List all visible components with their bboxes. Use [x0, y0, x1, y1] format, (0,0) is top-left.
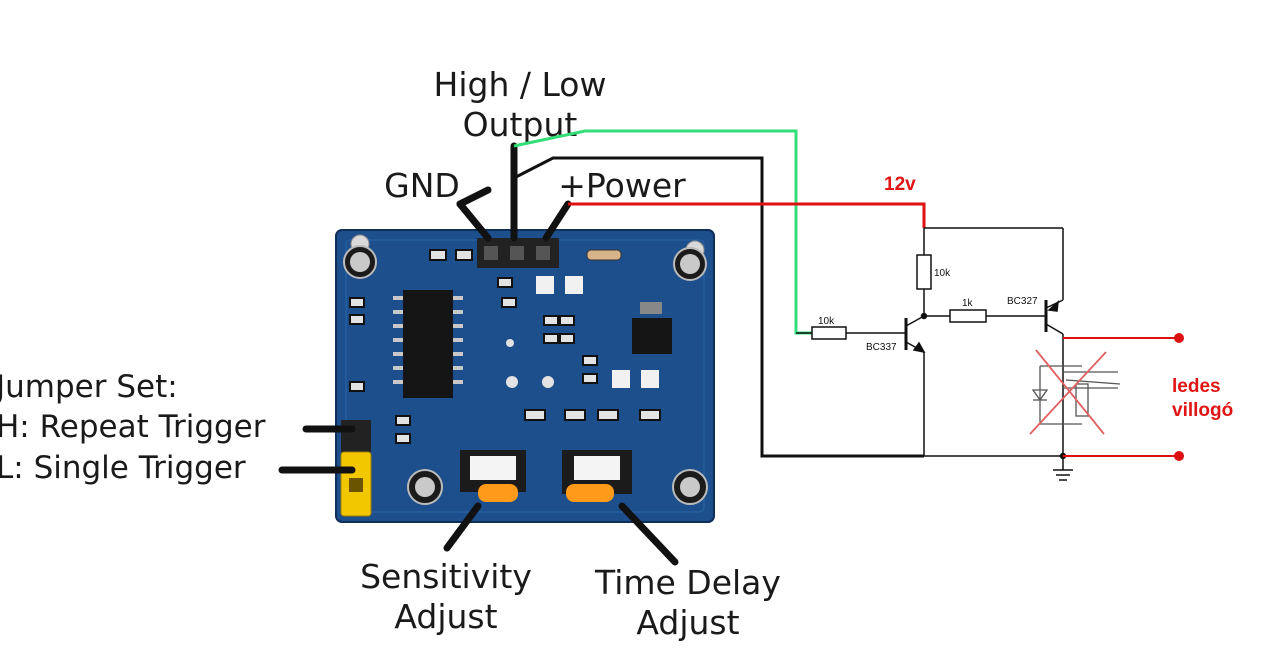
- pir-module-board: [335, 229, 715, 523]
- jumper-h-label: H: Repeat Trigger: [0, 409, 266, 445]
- jumper-set-label: Jumper Set:: [0, 369, 178, 405]
- collector-resistor-label: 10k: [934, 268, 951, 279]
- resistor-link: [949, 309, 987, 323]
- sensitivity-label-line2: Adjust: [394, 597, 497, 636]
- resistor-base: [811, 326, 847, 340]
- capacitor: [407, 469, 443, 505]
- pnp-transistor-label: BC327: [1007, 296, 1038, 307]
- base-resistor-label: 10k: [818, 316, 835, 327]
- time-delay-potentiometer: [562, 450, 632, 502]
- relay-crossed-out: [1029, 349, 1121, 435]
- capacitor: [672, 469, 708, 505]
- gnd-wire: [513, 156, 924, 458]
- diode: [586, 249, 622, 261]
- high-low-label-line2: Output: [463, 105, 578, 144]
- ic-chip: [393, 290, 463, 398]
- smd-components: [349, 249, 661, 444]
- output-terminals: [1063, 333, 1184, 461]
- supply-voltage-label: 12v: [884, 174, 916, 195]
- capacitor: [343, 245, 377, 279]
- time-delay-label-line1: Time Delay: [594, 563, 781, 602]
- gnd-label: GND: [384, 166, 460, 205]
- voltage-regulator: [632, 302, 672, 354]
- resistor-collector: [916, 254, 932, 290]
- pointer-lines: [278, 142, 679, 566]
- high-low-label-line1: High / Low: [434, 65, 607, 104]
- link-resistor-label: 1k: [962, 298, 974, 309]
- output-label-line2: villogó: [1172, 400, 1233, 421]
- time-delay-label-line2: Adjust: [636, 603, 739, 642]
- pads: [536, 276, 659, 388]
- jumper-l-label: L: Single Trigger: [0, 450, 246, 486]
- sensitivity-label-line1: Sensitivity: [360, 557, 532, 596]
- output-label-line1: ledes: [1172, 376, 1221, 397]
- capacitor: [673, 247, 707, 281]
- header-pins: [477, 238, 559, 268]
- power-label: +Power: [558, 166, 686, 205]
- transistor-circuit: [796, 227, 1073, 481]
- power-wire: [568, 202, 926, 228]
- sensitivity-potentiometer: [460, 450, 526, 502]
- npn-transistor-label: BC337: [866, 342, 897, 353]
